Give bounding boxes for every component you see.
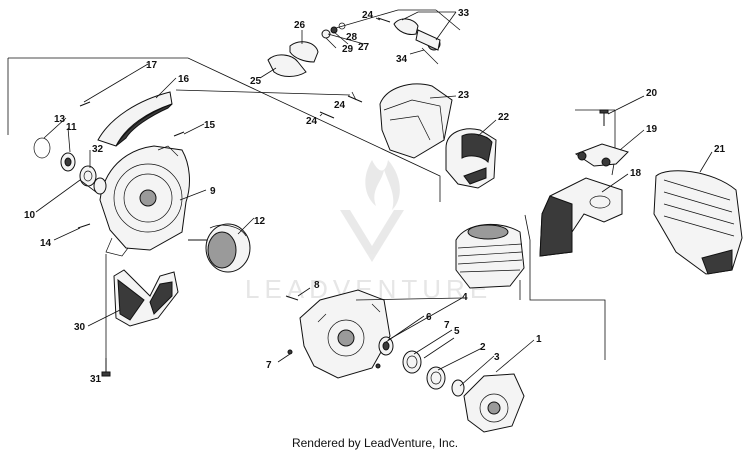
callout-7-right: 7 (444, 320, 450, 331)
part-10-bearing (79, 165, 97, 187)
part-13-retaining-ring (33, 137, 51, 159)
part-cylinder (455, 223, 525, 289)
part-3-seal (451, 379, 465, 397)
part-31-screw (101, 358, 111, 377)
part-21-engine-cover (653, 170, 743, 275)
callout-17: 17 (146, 60, 158, 71)
callout-33: 33 (458, 8, 470, 19)
part-8-screw (285, 295, 299, 301)
part-9-fan-housing (99, 145, 190, 257)
callout-10: 10 (24, 210, 36, 221)
watermark-logo (340, 160, 404, 262)
callout-20: 20 (646, 88, 658, 99)
callout-34: 34 (396, 54, 408, 65)
part-22-muffler (445, 128, 497, 189)
callout-8: 8 (314, 280, 320, 291)
part-2-bearing (426, 366, 446, 390)
callout-1: 1 (536, 334, 542, 345)
part-20-screw (599, 109, 609, 126)
callout-3: 3 (494, 352, 500, 363)
part-5-bearing (402, 350, 422, 374)
leader-lines (35, 11, 713, 387)
part-19-bracket (574, 143, 629, 167)
callout-11: 11 (66, 122, 77, 133)
part-24-screw-top (377, 17, 391, 23)
callout-6: 6 (426, 312, 432, 323)
part-25-clamp (267, 54, 307, 77)
footer-credit: Rendered by LeadVenture, Inc. (291, 436, 459, 450)
callout-15: 15 (204, 120, 216, 131)
callout-25: 25 (250, 76, 262, 87)
callout-32: 32 (92, 144, 104, 155)
callout-31: 31 (90, 374, 102, 385)
callout-30: 30 (74, 322, 86, 333)
part-24-screw-left (319, 111, 335, 119)
callout-21: 21 (714, 144, 726, 155)
callout-29: 29 (342, 44, 354, 55)
part-11-oil-seal (60, 152, 76, 172)
callout-7-left: 7 (266, 360, 272, 371)
callout-18: 18 (630, 168, 642, 179)
callout-16: 16 (178, 74, 190, 85)
part-17-screw (79, 101, 91, 107)
part-6-seal (378, 336, 394, 356)
part-32-shaft (93, 177, 107, 195)
part-26-clamp (289, 41, 319, 63)
part-7-pin-left (287, 349, 293, 355)
part-crankcase-left (299, 289, 391, 379)
part-15-screw (173, 131, 185, 137)
part-7-pin-right (375, 363, 381, 369)
part-33-boot (393, 18, 441, 51)
part-23-muffler-cover (379, 83, 453, 159)
callout-13: 13 (54, 114, 66, 125)
callout-4: 4 (462, 292, 468, 303)
callout-23: 23 (458, 90, 470, 101)
callout-19: 19 (646, 124, 658, 135)
part-29-spring-washer (338, 22, 346, 30)
part-1-crankcase-right (463, 373, 525, 433)
callout-labels: 1 2 3 4 5 6 7 7 8 9 10 11 12 13 14 15 16… (24, 8, 726, 385)
part-12-clutch-drum (188, 223, 251, 273)
callout-24-left: 24 (306, 116, 318, 127)
callout-26: 26 (294, 20, 306, 31)
callout-14: 14 (40, 238, 52, 249)
part-18-heat-shield (539, 177, 623, 257)
part-34-spring (421, 47, 439, 65)
callout-2: 2 (480, 342, 486, 353)
callout-5: 5 (454, 326, 460, 337)
part-24-screw-mid (347, 95, 363, 103)
part-30-handle (113, 269, 179, 327)
part-16-top-shroud (97, 91, 173, 147)
callout-28: 28 (346, 32, 358, 43)
callout-27: 27 (358, 42, 370, 53)
callout-12: 12 (254, 216, 266, 227)
callout-24-top: 24 (362, 10, 374, 21)
part-14-screw (77, 223, 91, 229)
part-28-nut (330, 26, 338, 34)
callout-9: 9 (210, 186, 216, 197)
callout-24-mid: 24 (334, 100, 346, 111)
callout-22: 22 (498, 112, 510, 123)
group-frame-lines (7, 9, 616, 360)
